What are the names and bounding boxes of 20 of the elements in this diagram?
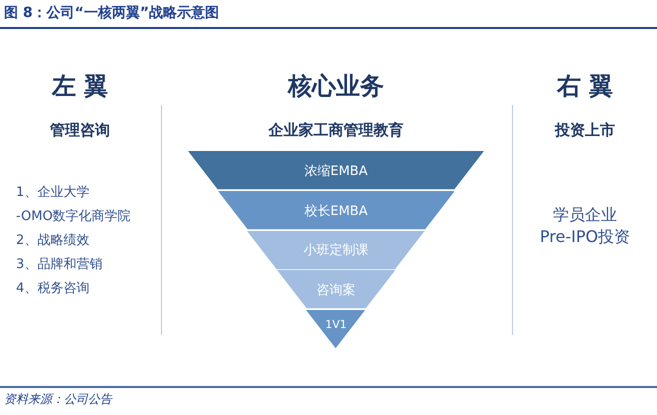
funnel-band: 咨询案 (276, 270, 396, 310)
funnel-band: 校长EMBA (218, 190, 454, 231)
column-heading: 核心业务 (288, 71, 384, 102)
note-text: 学员企业 (553, 205, 617, 226)
title: 图 8：公司“一核两翼”战略示意图 (4, 4, 220, 22)
column-subheading: 企业家工商管理教育 (268, 121, 404, 140)
funnel-band: 小班定制课 (247, 230, 425, 270)
column-subheading: 投资上市 (555, 121, 615, 140)
column-heading: 右 翼 (556, 71, 614, 102)
column-heading: 左 翼 (52, 71, 108, 102)
funnel-band: 浓缩EMBA (188, 151, 484, 191)
list-item: 3、品牌和营销 (16, 256, 102, 273)
funnel-band: 1V1 (306, 310, 366, 350)
list-item: 1、企业大学 (16, 184, 90, 201)
caption: 资料来源：公司公告 (4, 391, 112, 408)
list-item: 4、税务咨询 (16, 280, 90, 297)
note-text: Pre-IPO投资 (540, 227, 630, 248)
column-subheading: 管理咨询 (50, 121, 110, 140)
list-item: 2、战略绩效 (16, 232, 90, 249)
list-item: -OMO数字化商学院 (16, 208, 131, 225)
